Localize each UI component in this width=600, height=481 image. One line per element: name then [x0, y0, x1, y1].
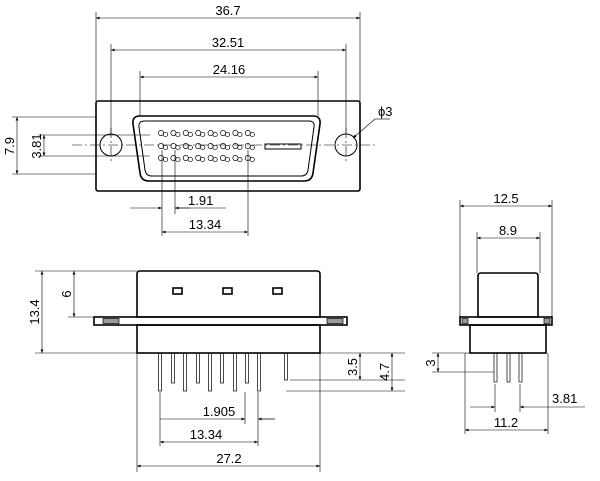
front-dims: 36.7 32.51 24.16 7.9 3.81 ϕ3 1.91 13.34 — [2, 3, 393, 236]
contact-hole — [232, 130, 239, 136]
contact-hole — [170, 143, 177, 149]
dim-hole-diameter: ϕ3 — [378, 104, 393, 119]
side-pins — [493, 352, 523, 383]
pin — [245, 352, 249, 384]
dim-pin-span-elev: 13.34 — [190, 427, 223, 442]
contact-hole — [162, 131, 169, 138]
contact-hole — [195, 130, 202, 136]
pin — [183, 352, 187, 392]
ground-blade — [264, 143, 302, 150]
dim-footprint-width: 11.2 — [494, 415, 518, 430]
contact-hole — [232, 155, 239, 161]
dim-width-outer: 12.5 — [493, 191, 518, 206]
contact-hole — [249, 131, 255, 138]
contact-hole — [200, 144, 206, 151]
side-flange — [459, 316, 553, 326]
contact-hole — [158, 143, 164, 149]
contact-hole — [249, 156, 255, 163]
ground-pin — [284, 352, 288, 381]
contact-hole — [212, 144, 218, 151]
contact-hole — [212, 156, 218, 163]
flange-outline — [95, 100, 361, 192]
shell-window-2 — [222, 287, 233, 295]
contact-hole — [182, 143, 189, 149]
contact-hole — [200, 156, 206, 163]
contact-hole — [237, 156, 243, 163]
contact-hole — [162, 144, 169, 151]
contact-hole — [187, 156, 193, 163]
dim-shell-width: 24.16 — [213, 62, 246, 77]
dim-total-height: 13.4 — [27, 299, 42, 324]
dim-body-width: 27.2 — [216, 451, 241, 466]
dim-height-shell: 3.81 — [29, 133, 44, 158]
side-body — [469, 324, 547, 354]
contact-hole — [195, 143, 202, 149]
elevation-view — [93, 270, 348, 392]
contact-hole — [237, 144, 243, 151]
contact-hole — [158, 130, 164, 136]
contact-array — [158, 130, 255, 163]
elevation-dims: 13.4 6 3.5 4.7 1.905 13.34 27.2 — [27, 270, 405, 472]
contact-hole — [187, 144, 193, 151]
contact-hole — [244, 130, 251, 136]
dim-pin-pitch-side: 3.81 — [552, 391, 577, 406]
contact-hole — [207, 155, 214, 161]
dim-pin-length-long: 4.7 — [377, 363, 392, 381]
front-view — [72, 100, 378, 192]
pin — [171, 352, 175, 384]
contact-hole — [158, 155, 164, 161]
flange-plate — [93, 316, 348, 326]
contact-hole — [220, 130, 226, 136]
insulator-body — [136, 324, 321, 354]
contact-hole — [195, 155, 202, 161]
contact-hole — [187, 131, 193, 138]
contact-hole — [200, 131, 206, 138]
pin — [208, 352, 212, 392]
contact-hole — [175, 144, 181, 151]
contact-hole — [237, 131, 243, 138]
contact-hole — [182, 130, 189, 136]
dim-shell-height: 6 — [59, 290, 74, 297]
pin — [196, 352, 200, 384]
dim-width-shell: 8.9 — [499, 223, 517, 238]
contact-hole — [212, 131, 218, 138]
pin — [233, 352, 237, 392]
contact-hole — [207, 143, 214, 149]
contact-hole — [182, 155, 189, 161]
contact-hole — [175, 156, 181, 163]
contact-hole — [224, 156, 231, 163]
dim-pin-span: 13.34 — [189, 217, 222, 232]
contact-hole — [244, 143, 251, 149]
pin — [257, 352, 261, 392]
contact-hole — [249, 144, 255, 151]
shell-window-3 — [272, 287, 283, 295]
side-dims: 12.5 8.9 3 3.81 11.2 — [423, 191, 585, 434]
contact-hole — [220, 155, 226, 161]
contact-hole — [175, 131, 181, 138]
pin — [220, 352, 224, 384]
shell-inner — [138, 120, 315, 177]
shell-body — [136, 270, 321, 318]
side-view — [459, 272, 553, 383]
side-shell — [477, 272, 539, 318]
contact-hole — [232, 143, 239, 149]
contact-hole — [170, 130, 177, 136]
shell-window-1 — [172, 287, 183, 295]
dim-mounting-hole-spacing: 32.51 — [212, 35, 245, 50]
dim-pin-length-side: 3 — [423, 359, 438, 366]
dim-height-outer: 7.9 — [2, 137, 17, 155]
dim-pin-pitch: 1.91 — [188, 193, 213, 208]
pin-row — [158, 352, 288, 392]
dim-pin-length-short: 3.5 — [345, 358, 360, 376]
pin — [158, 352, 162, 392]
contact-hole — [220, 143, 226, 149]
shell-outer — [132, 115, 321, 182]
dim-pin-pitch-elev: 1.905 — [203, 404, 236, 419]
contact-hole — [224, 131, 231, 138]
contact-hole — [224, 144, 231, 151]
dim-overall-width: 36.7 — [215, 3, 240, 18]
contact-hole — [207, 130, 214, 136]
contact-hole — [162, 156, 169, 163]
